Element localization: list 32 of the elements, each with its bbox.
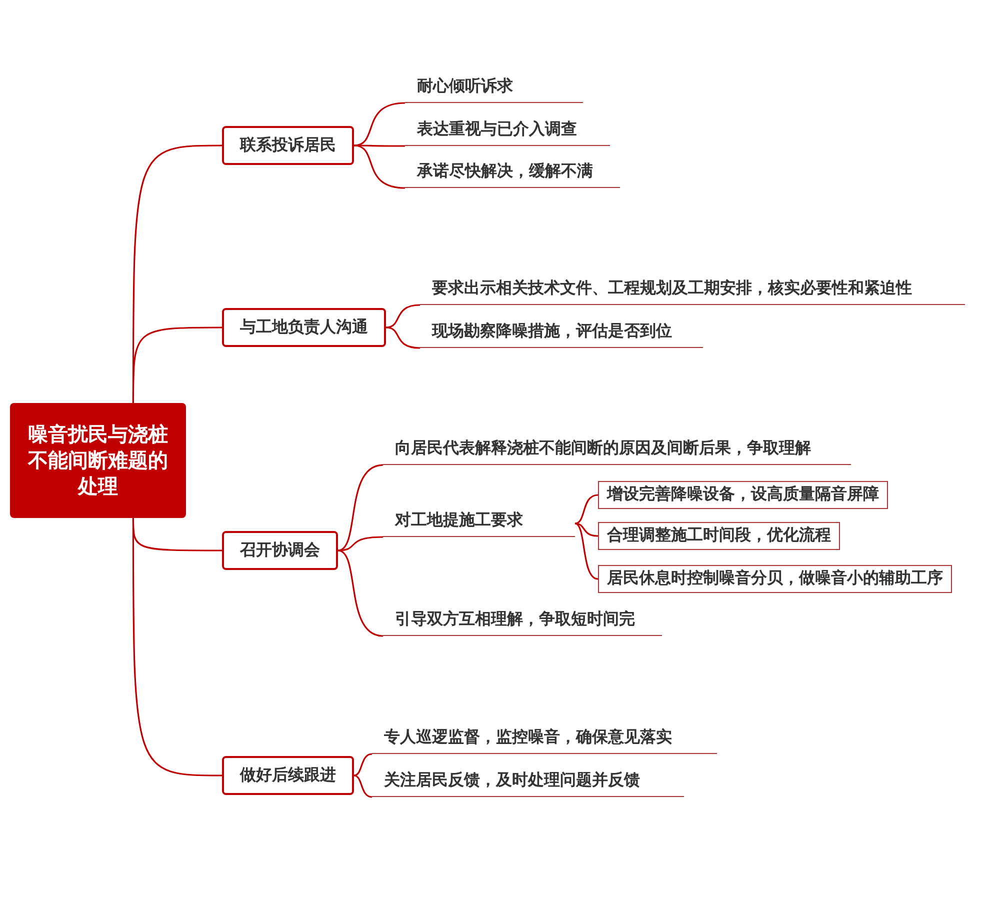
connector-line bbox=[338, 464, 384, 552]
connector-line bbox=[574, 522, 598, 580]
connector-line bbox=[132, 326, 222, 403]
connector-line bbox=[338, 550, 384, 637]
connector-line bbox=[338, 536, 384, 552]
connector-line bbox=[132, 518, 222, 776]
subtopic-text: 承诺尽快解决，缓解不满 bbox=[405, 161, 620, 188]
connector-line bbox=[386, 326, 420, 349]
subtopic-box: 居民休息时控制噪音分贝，做噪音小的辅助工序 bbox=[598, 565, 952, 593]
connector-line bbox=[574, 494, 598, 524]
connector-line bbox=[354, 753, 372, 776]
subtopic-text: 耐心倾听诉求 bbox=[405, 76, 583, 103]
subtopic-text: 表达重视与已介入调查 bbox=[405, 119, 610, 146]
connector-line bbox=[354, 774, 372, 798]
subtopic-text: 专人巡逻监督，监控噪音，确保意见落实 bbox=[372, 727, 717, 754]
subtopic-box: 增设完善降噪设备，设高质量隔音屏障 bbox=[598, 481, 888, 509]
connector-line bbox=[386, 304, 420, 328]
subtopic-text: 要求出示相关技术文件、工程规划及工期安排，核实必要性和紧迫性 bbox=[420, 278, 965, 305]
subtopic-text: 对工地提施工要求 bbox=[383, 510, 575, 537]
connector-line bbox=[574, 522, 598, 537]
subtopic-text: 关注居民反馈，及时处理问题并反馈 bbox=[372, 770, 684, 797]
topic-box: 与工地负责人沟通 bbox=[222, 308, 386, 347]
connector-line bbox=[354, 144, 406, 189]
connector-line bbox=[354, 144, 405, 147]
subtopic-text: 引导双方互相理解，争取短时间完 bbox=[383, 609, 662, 636]
subtopic-box: 合理调整施工时间段，优化流程 bbox=[598, 522, 840, 550]
subtopic-text: 现场勘察降噪措施，评估是否到位 bbox=[420, 321, 703, 348]
subtopic-text: 向居民代表解释浇桩不能间断的原因及间断后果，争取理解 bbox=[383, 438, 851, 465]
topic-box: 做好后续跟进 bbox=[222, 756, 354, 795]
topic-box: 联系投诉居民 bbox=[222, 126, 354, 165]
topic-box: 召开协调会 bbox=[222, 531, 338, 570]
central-topic-box: 噪音扰民与浇桩不能间断难题的处理 bbox=[10, 403, 186, 518]
